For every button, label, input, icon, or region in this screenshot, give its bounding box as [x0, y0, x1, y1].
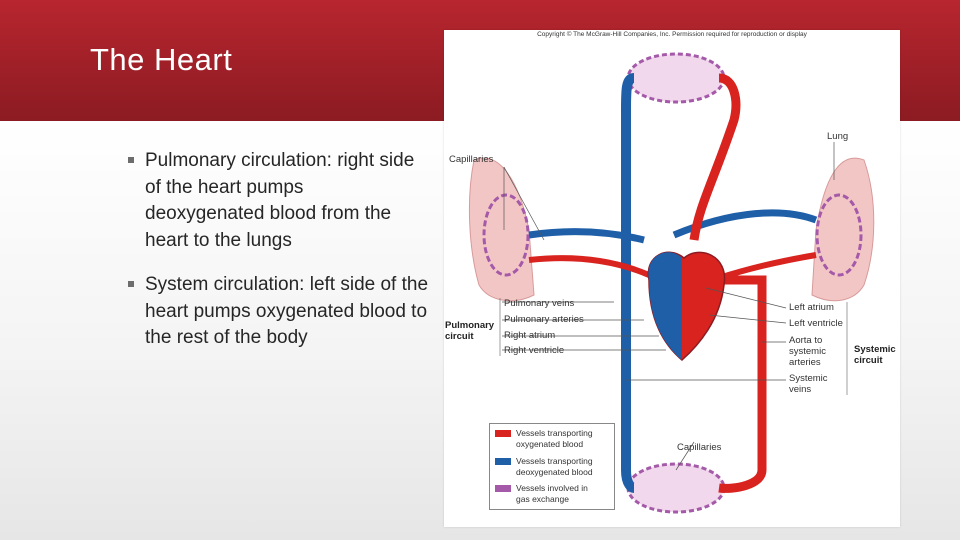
label-lung: Lung — [827, 131, 849, 142]
systemic-arteries-vessel — [689, 73, 741, 241]
left-lung — [468, 157, 535, 302]
legend-swatch — [495, 458, 511, 465]
bullet-item: System circulation: left side of the hea… — [128, 272, 428, 352]
bullet-item: Pulmonary circulation: right side of the… — [128, 148, 428, 254]
heart-right-side — [648, 252, 682, 360]
bullet-text-systemic: System circulation: left side of the hea… — [145, 274, 429, 348]
label-capillaries-top: Capillaries — [449, 154, 494, 165]
upper-body-capillaries — [626, 52, 726, 104]
bullet-square-icon — [128, 281, 134, 287]
label-left-ventricle: Left ventricle — [789, 318, 843, 329]
label-capillaries-bottom: Capillaries — [677, 442, 722, 453]
right-lung — [811, 157, 875, 302]
label-right-atrium: Right atrium — [504, 330, 556, 341]
legend-swatch — [495, 485, 511, 492]
circulation-illustration — [468, 52, 875, 514]
slide-title: The Heart — [90, 42, 233, 77]
pulmonary-vein-left — [528, 255, 651, 278]
copyright-note: Copyright © The McGraw-Hill Companies, I… — [537, 31, 807, 38]
right-lung-capillaries — [815, 193, 863, 277]
circulation-diagram: Copyright © The McGraw-Hill Companies, I… — [444, 30, 900, 527]
descending-aorta — [714, 275, 767, 493]
bullet-list: Pulmonary circulation: right side of the… — [128, 148, 428, 370]
label-pulmonary-veins: Pulmonary veins — [504, 298, 575, 309]
left-lung-capillaries — [482, 193, 530, 277]
bullet-square-icon — [128, 157, 134, 163]
systemic-veins-vessel — [621, 73, 636, 493]
label-right-ventricle: Right ventricle — [504, 345, 565, 356]
legend-swatch — [495, 430, 511, 437]
lower-body-capillaries — [626, 462, 726, 514]
pulmonary-vein-right — [718, 252, 817, 281]
pulmonary-artery-left — [528, 228, 645, 244]
label-left-atrium: Left atrium — [789, 302, 834, 313]
bullet-text-pulmonary: Pulmonary circulation: right side of the… — [145, 150, 415, 251]
label-pulmonary-arteries: Pulmonary arteries — [504, 314, 584, 325]
